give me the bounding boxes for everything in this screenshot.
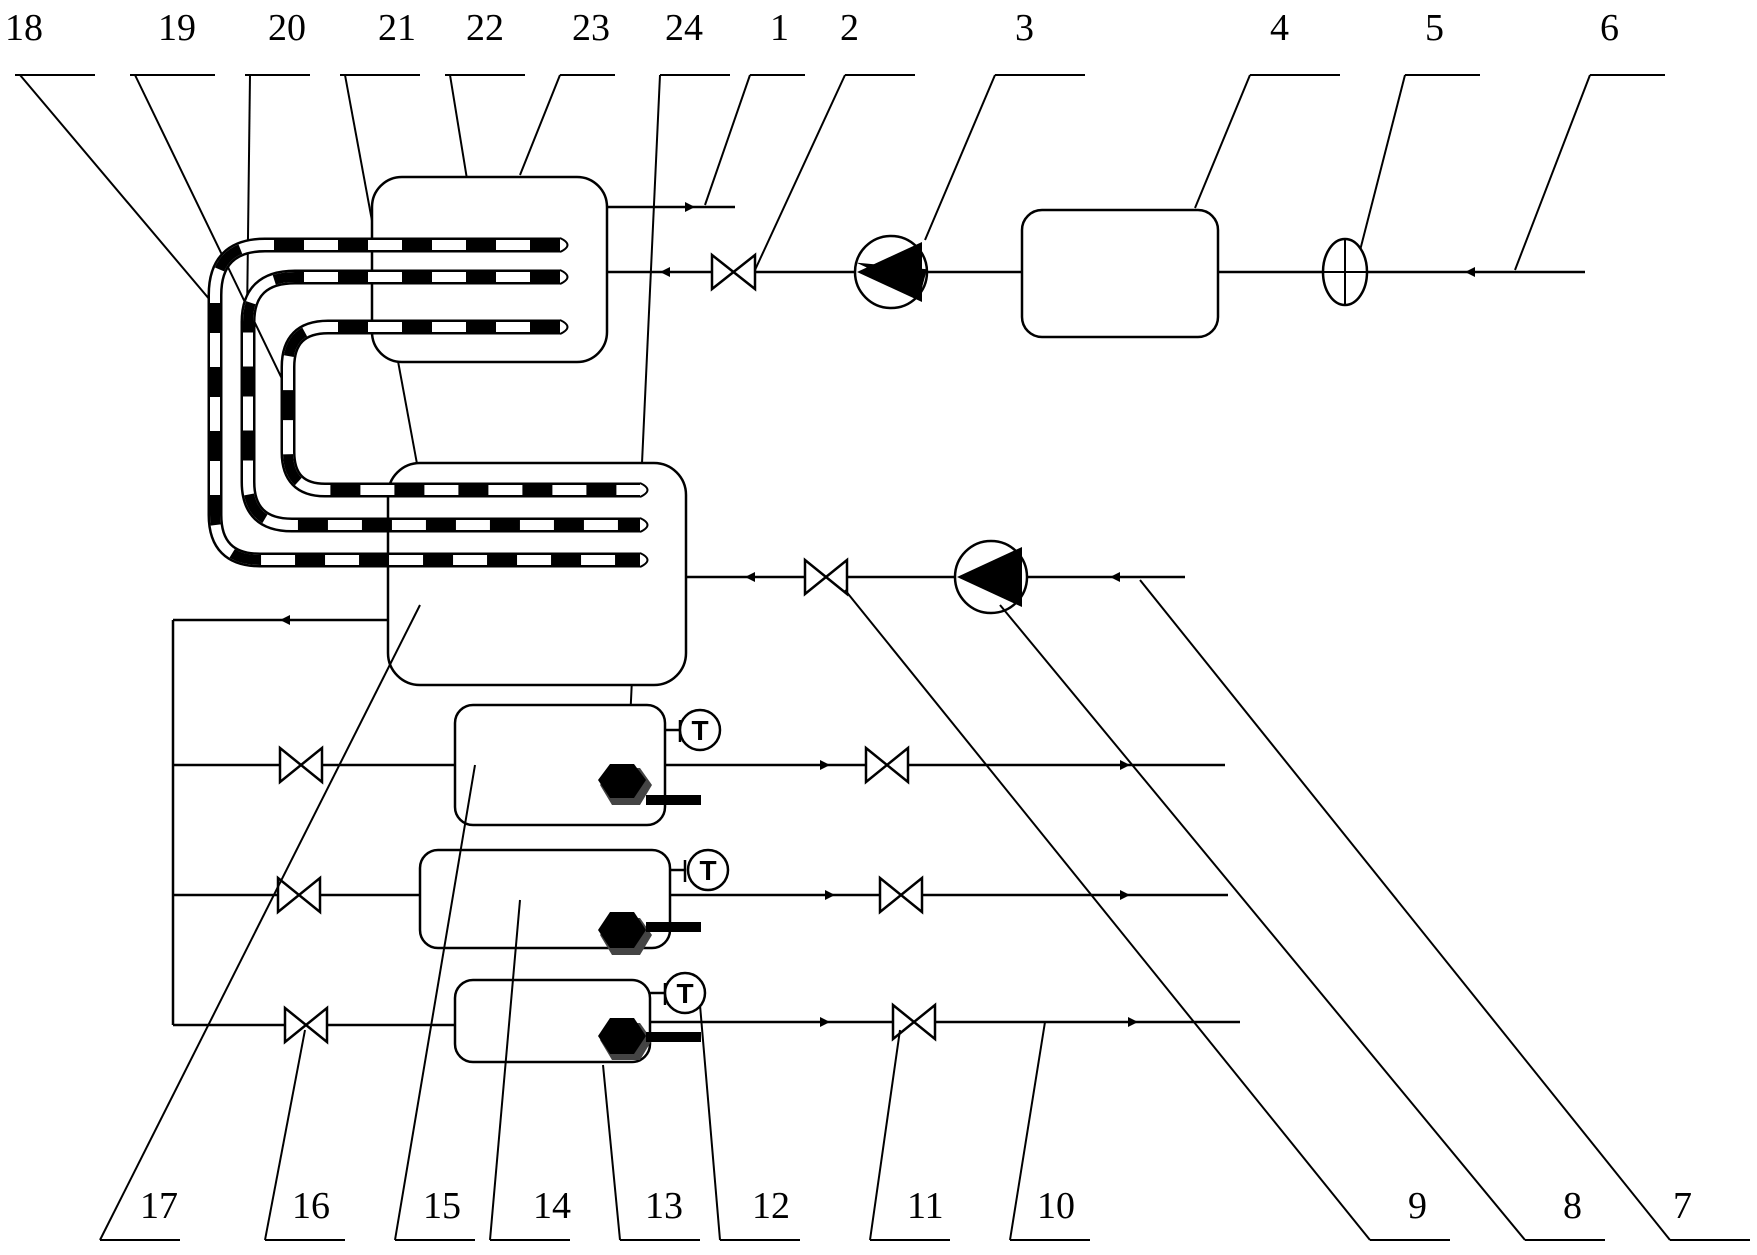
temp-sensor-1: T xyxy=(665,708,722,752)
middle-pump xyxy=(953,539,1029,615)
storage-tank xyxy=(1020,208,1220,339)
right-valve-1 xyxy=(864,745,910,785)
left-valve-3 xyxy=(283,1005,329,1045)
label-15: 15 xyxy=(423,1185,461,1227)
right-valve-3 xyxy=(891,1002,937,1042)
label-20: 20 xyxy=(268,7,306,49)
label-14: 14 xyxy=(533,1185,571,1227)
top-feed-line xyxy=(607,202,1585,277)
label-23: 23 xyxy=(572,7,610,49)
top-number-labels: 18 19 20 21 22 23 24 1 2 3 4 5 6 xyxy=(5,7,1619,49)
outlet-lines xyxy=(650,760,1240,1027)
label-2: 2 xyxy=(840,7,859,49)
temp-sensor-3: T xyxy=(650,971,707,1015)
label-6: 6 xyxy=(1600,7,1619,49)
label-18: 18 xyxy=(5,7,43,49)
label-17: 17 xyxy=(140,1185,178,1227)
label-24: 24 xyxy=(665,7,703,49)
temp-sensor-2-label: T xyxy=(699,855,716,886)
heater-1 xyxy=(598,764,701,805)
label-21: 21 xyxy=(378,7,416,49)
label-16: 16 xyxy=(292,1185,330,1227)
label-3: 3 xyxy=(1015,7,1034,49)
bottom-leader-lines xyxy=(99,579,1750,1241)
label-8: 8 xyxy=(1563,1185,1582,1227)
label-10: 10 xyxy=(1037,1185,1075,1227)
label-22: 22 xyxy=(466,7,504,49)
temp-sensor-3-label: T xyxy=(676,978,693,1009)
middle-valve xyxy=(803,557,849,597)
label-7: 7 xyxy=(1673,1185,1692,1227)
heater-3 xyxy=(598,1018,701,1060)
temp-sensor-2: T xyxy=(670,848,730,892)
heat-pipe-coils xyxy=(207,237,649,568)
label-1: 1 xyxy=(770,7,789,49)
label-12: 12 xyxy=(752,1185,790,1227)
upper-valve xyxy=(710,252,757,292)
heater-2 xyxy=(598,912,701,955)
label-13: 13 xyxy=(645,1185,683,1227)
right-valve-2 xyxy=(878,875,924,915)
label-9: 9 xyxy=(1408,1185,1427,1227)
label-11: 11 xyxy=(907,1185,944,1227)
bottom-number-labels: 17 16 15 14 13 12 11 10 9 8 7 xyxy=(140,1185,1692,1227)
filter xyxy=(1321,237,1369,307)
left-valve-2 xyxy=(276,875,322,915)
upper-pump xyxy=(853,234,929,310)
temp-sensor-1-label: T xyxy=(691,715,708,746)
outlet-manifold xyxy=(171,615,455,1027)
left-valve-1 xyxy=(278,745,324,785)
label-4: 4 xyxy=(1270,7,1289,49)
label-5: 5 xyxy=(1425,7,1444,49)
label-19: 19 xyxy=(158,7,196,49)
top-leader-lines xyxy=(15,74,1665,766)
